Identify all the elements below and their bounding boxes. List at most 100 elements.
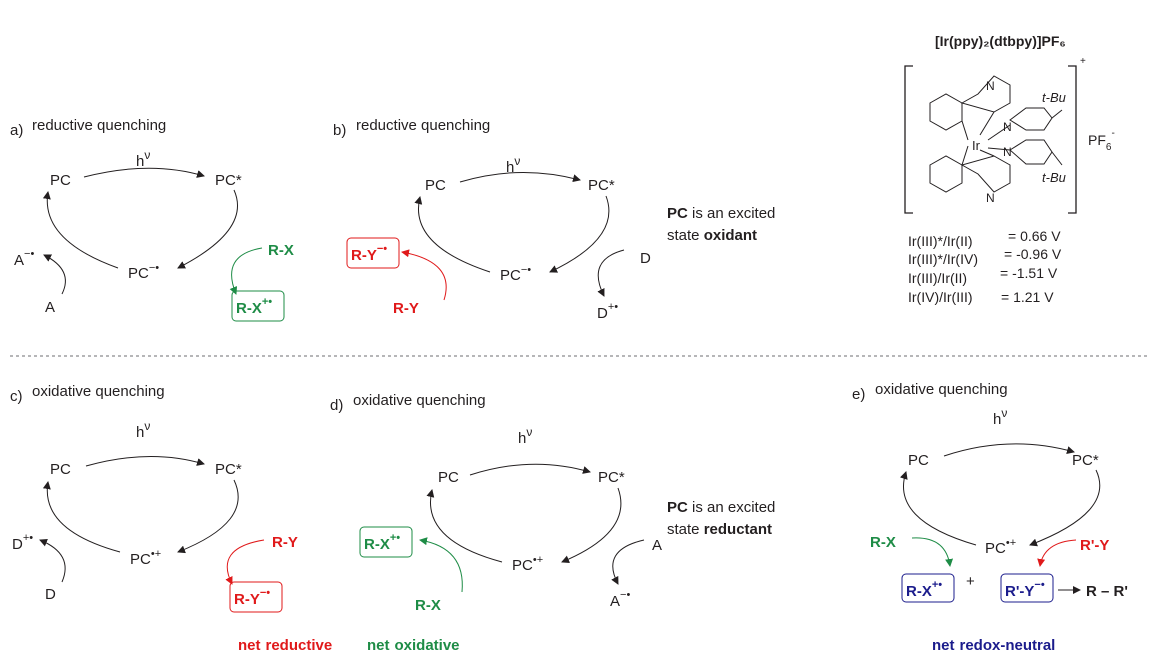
catalyst-ir: Ir bbox=[972, 138, 981, 153]
panel-e-pc: PC bbox=[908, 452, 929, 469]
panel-e-right-arc bbox=[1029, 469, 1101, 547]
panel-a-hv: hν bbox=[136, 148, 150, 170]
panel-d: d) oxidative quenching hν PC PC* PC•+ A … bbox=[330, 392, 662, 654]
panel-e-pc-star: PC* bbox=[1072, 452, 1099, 469]
panel-d-right-arc bbox=[561, 487, 622, 563]
potential-couple-3: Ir(III)/Ir(II) bbox=[908, 270, 967, 286]
panel-a-left-arc bbox=[42, 191, 119, 269]
note-reductant: PC is an excited state reductant bbox=[667, 499, 775, 538]
redox-potentials: Ir(III)*/Ir(II) = 0.66 V Ir(III)*/Ir(IV)… bbox=[908, 228, 1062, 305]
panel-c-donor-arrow bbox=[39, 538, 66, 583]
note-reductant-line1: PC is an excited bbox=[667, 499, 775, 516]
catalyst-charge: + bbox=[1080, 56, 1086, 67]
catalyst-n3: N bbox=[1003, 145, 1012, 159]
panel-b-letter: b) bbox=[333, 122, 346, 139]
panel-d-acceptor-arrow bbox=[611, 539, 645, 585]
panel-b-substrate: R-Y bbox=[393, 300, 419, 317]
potential-couple-2: Ir(III)*/Ir(IV) bbox=[908, 251, 978, 267]
panel-e-title: oxidative quenching bbox=[875, 381, 1008, 398]
panel-b-product-box bbox=[346, 237, 400, 269]
panel-a-title: reductive quenching bbox=[32, 117, 166, 134]
panel-e-product-1: R-X+• bbox=[906, 579, 942, 600]
panel-c-product: R-Y−• bbox=[234, 587, 270, 608]
panel-a-pc-star: PC* bbox=[215, 172, 242, 189]
panel-b-pc: PC bbox=[425, 177, 446, 194]
panel-d-left-arc bbox=[426, 489, 503, 563]
panel-e-light-arrow bbox=[943, 443, 1075, 457]
catalyst-counterion: PF6- bbox=[1088, 128, 1115, 153]
panel-c: c) oxidative quenching hν PC PC* PC•+ D+… bbox=[10, 383, 332, 654]
panel-c-hv: hν bbox=[136, 419, 150, 441]
panel-a-substrate-arrow bbox=[229, 247, 263, 295]
panel-e-plus: + bbox=[966, 573, 975, 590]
panel-b-right-arc bbox=[549, 195, 610, 273]
panel-e-coupled-product: R – R' bbox=[1086, 583, 1128, 600]
note-reductant-line2: state reductant bbox=[667, 521, 772, 538]
potential-couple-4: Ir(IV)/Ir(III) bbox=[908, 289, 973, 305]
panel-e-product-2-box bbox=[1000, 573, 1054, 603]
potential-couple-1: Ir(III)*/Ir(II) bbox=[908, 233, 973, 249]
panel-e-substrate-1-arrow bbox=[911, 537, 954, 567]
panel-c-left-arc bbox=[42, 481, 121, 553]
panel-e-letter: e) bbox=[852, 386, 865, 403]
panel-d-substrate-arrow bbox=[419, 537, 463, 593]
potential-value-2: = -0.96 V bbox=[1004, 246, 1062, 262]
potential-value-4: = 1.21 V bbox=[1001, 289, 1054, 305]
potential-value-1: = 0.66 V bbox=[1008, 228, 1061, 244]
panel-a-product: R-X+• bbox=[236, 296, 272, 317]
panel-b-donor-arrow bbox=[597, 249, 625, 297]
panel-d-hv: hν bbox=[518, 425, 532, 447]
note-oxidant-line2: state oxidant bbox=[667, 227, 757, 244]
panel-c-light-arrow bbox=[85, 456, 205, 467]
catalyst-n4: N bbox=[986, 191, 995, 205]
panel-b-product: R-Y−• bbox=[351, 243, 387, 264]
catalyst-tbu-2: t-Bu bbox=[1042, 170, 1066, 185]
panel-c-substrate: R-Y bbox=[272, 534, 298, 551]
panel-d-acceptor-reduced: A−• bbox=[610, 589, 630, 610]
panel-c-right-arc bbox=[177, 479, 239, 554]
catalyst-n2: N bbox=[1003, 120, 1012, 134]
panel-a-letter: a) bbox=[10, 122, 23, 139]
catalyst-structure bbox=[929, 75, 1063, 193]
panel-d-product-box bbox=[359, 526, 413, 558]
catalyst-left-bracket bbox=[904, 65, 913, 214]
panel-d-pc-star: PC* bbox=[598, 469, 625, 486]
panel-a-donor: A bbox=[45, 299, 55, 316]
note-oxidant: PC is an excited state oxidant bbox=[667, 205, 775, 244]
panel-b-donor-oxidized: D+• bbox=[597, 301, 618, 322]
panel-c-pc-star: PC* bbox=[215, 461, 242, 478]
panel-a-pc: PC bbox=[50, 172, 71, 189]
panel-a-pc-reduced: PC−• bbox=[128, 262, 159, 282]
panel-d-product: R-X+• bbox=[364, 532, 400, 553]
panel-b-substrate-arrow bbox=[401, 249, 447, 301]
panel-e-product-2: R'-Y−• bbox=[1005, 579, 1045, 600]
panel-a-right-arc bbox=[177, 189, 239, 269]
panel-b-light-arrow bbox=[459, 172, 581, 183]
panel-d-light-arrow bbox=[469, 463, 591, 476]
panel-d-pc: PC bbox=[438, 469, 459, 486]
panel-a: a) reductive quenching hν PC PC* PC−• A−… bbox=[10, 117, 294, 322]
panel-c-donor: D bbox=[45, 586, 56, 603]
panel-d-pc-oxidized: PC•+ bbox=[512, 554, 543, 574]
panel-e-pc-oxidized: PC•+ bbox=[985, 537, 1016, 557]
panel-c-substrate-arrow bbox=[225, 539, 265, 585]
panel-a-substrate: R-X bbox=[268, 242, 294, 259]
panel-b-pc-star: PC* bbox=[588, 177, 615, 194]
panel-e-substrate-2: R'-Y bbox=[1080, 537, 1109, 554]
panel-e: e) oxidative quenching hν PC PC* PC•+ R-… bbox=[852, 381, 1128, 654]
potential-value-3: = -1.51 V bbox=[1000, 265, 1058, 281]
catalyst-right-bracket bbox=[1068, 65, 1077, 214]
panel-a-donor-arrow bbox=[43, 254, 66, 295]
panel-b-pc-reduced: PC−• bbox=[500, 264, 531, 284]
panel-e-product-1-box bbox=[901, 573, 955, 603]
catalyst: [Ir(ppy)₂(dtbpy)]PF₆ + Ir N bbox=[904, 33, 1115, 214]
panel-c-title: oxidative quenching bbox=[32, 383, 165, 400]
note-oxidant-line1: PC is an excited bbox=[667, 205, 775, 222]
panel-c-pc-oxidized: PC•+ bbox=[130, 548, 161, 568]
panel-c-pc: PC bbox=[50, 461, 71, 478]
panel-e-substrate-1: R-X bbox=[870, 534, 896, 551]
